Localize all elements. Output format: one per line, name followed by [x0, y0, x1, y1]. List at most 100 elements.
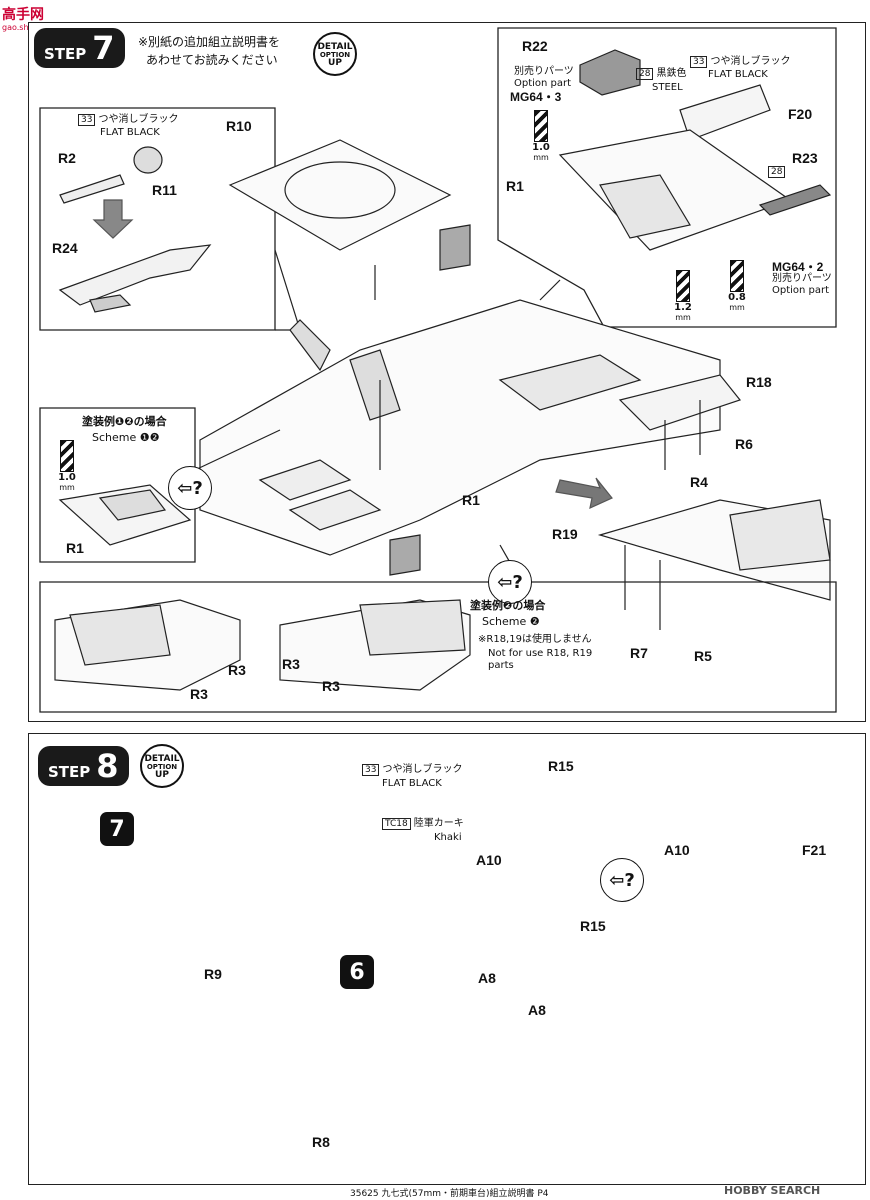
- part-label-r2: R2: [58, 150, 76, 166]
- paint-code-badge: 33: [690, 56, 708, 68]
- part-label-r4: R4: [690, 474, 708, 490]
- alternative-view-icon: ⇦?: [168, 466, 212, 510]
- scheme12-title-jp: 塗装例❶❷の場合: [82, 415, 167, 428]
- drill-unit: mm: [533, 153, 549, 162]
- part-label-r3: R3: [190, 686, 208, 702]
- step-number: 8: [96, 747, 119, 785]
- part-label-r19: R19: [552, 526, 578, 542]
- part-label-r5: R5: [694, 648, 712, 664]
- step-word: STEP: [44, 45, 87, 63]
- drill-bit-icon: [676, 270, 690, 302]
- step-number: 7: [92, 29, 115, 67]
- paint-code-badge: 28: [636, 68, 654, 80]
- part-label-r6: R6: [735, 436, 753, 452]
- part-label-r1: R1: [462, 492, 480, 508]
- option-label: OPTION: [146, 763, 178, 771]
- paint-jp-label: 黒鉄色: [656, 68, 687, 79]
- drill-unit: mm: [59, 483, 75, 492]
- part-label-r22: R22: [522, 38, 548, 54]
- part-label-r11: R11: [152, 182, 177, 198]
- scheme2-note-en1: Not for use R18, R19: [488, 648, 593, 659]
- drill-unit: mm: [729, 303, 745, 312]
- part-label-f20: F20: [788, 106, 813, 122]
- paint-jp-label: 陸軍カーキ: [413, 818, 464, 829]
- part-label-r9: R9: [204, 966, 222, 982]
- subassembly-6-marker: 6: [340, 955, 374, 989]
- step-word: STEP: [48, 763, 91, 781]
- subassembly-7-marker: 7: [100, 812, 134, 846]
- r23-paint-code: 28: [768, 166, 788, 178]
- detail-up-badge: DETAIL OPTION UP: [313, 32, 357, 76]
- step7-badge: STEP 7: [34, 28, 125, 68]
- paint-code-badge: 28: [768, 166, 786, 178]
- part-label-r7: R7: [630, 645, 648, 661]
- part-label-r23: R23: [792, 150, 818, 166]
- note-jp-line2: あわせてお読みください: [146, 53, 278, 67]
- paint-jp-label: つや消しブラック: [710, 56, 791, 67]
- paint-code-badge: TC18: [382, 818, 411, 830]
- watermark-logo-cn: 高手网: [2, 7, 44, 23]
- paint-jp-label: つや消しブラック: [382, 764, 463, 775]
- part-label-a8: A8: [528, 1002, 546, 1018]
- detail-label: DETAIL: [144, 754, 180, 764]
- part-label-r15-inset: R15: [548, 758, 574, 774]
- paint-en-label: FLAT BLACK: [100, 127, 160, 138]
- part-label-f21: F21: [802, 842, 827, 858]
- drill-1-0-icon: 1.0 mm: [48, 440, 86, 492]
- alternative-view-icon: ⇦?: [600, 858, 644, 902]
- part-label-r10: R10: [226, 118, 252, 134]
- part-label-r24: R24: [52, 240, 78, 256]
- part-label-a10-inset: A10: [476, 852, 502, 868]
- part-label-r1-scheme: R1: [66, 540, 84, 556]
- scheme2-note-en2: parts: [488, 660, 514, 671]
- scheme2-title-en: Scheme ❷: [482, 615, 540, 628]
- part-label-r3: R3: [228, 662, 246, 678]
- part-label-r18: R18: [746, 374, 772, 390]
- option-part-en: Option part: [514, 78, 572, 89]
- paint-code-badge: 33: [362, 764, 380, 776]
- option-part-en-2: Option part: [772, 285, 830, 296]
- drill-1-2-icon: 1.2 mm: [664, 270, 702, 322]
- paint-jp-label: つや消しブラック: [98, 114, 179, 125]
- paint-code-badge: 33: [78, 114, 96, 126]
- drill-1-0-icon: 1.0 mm: [522, 110, 560, 162]
- drill-bit-icon: [730, 260, 744, 292]
- paint-en-label: Khaki: [434, 832, 462, 843]
- drill-bit-icon: [534, 110, 548, 142]
- paint-en-label: STEEL: [652, 82, 683, 93]
- detail-up-badge: DETAIL OPTION UP: [140, 744, 184, 788]
- option-label: OPTION: [319, 51, 351, 59]
- part-label-r3: R3: [282, 656, 300, 672]
- part-label-r1-inset: R1: [506, 178, 524, 194]
- drill-bit-icon: [60, 440, 74, 472]
- drill-unit: mm: [675, 313, 691, 322]
- note-jp-line1: ※別紙の追加組立説明書を: [138, 35, 281, 49]
- detail-label: DETAIL: [317, 42, 353, 52]
- paint-en-label: FLAT BLACK: [708, 69, 768, 80]
- scheme2-note-jp: ※R18,19は使用しません: [478, 634, 592, 645]
- watermark-hobby-search: HOBBY SEARCH: [724, 1184, 821, 1197]
- mg64-2-label: MG64・2: [772, 260, 824, 274]
- option-part-jp-2: 別売りパーツ: [772, 273, 832, 284]
- mg64-3-label: MG64・3: [510, 90, 562, 104]
- part-label-a10: A10: [664, 842, 690, 858]
- scheme12-title-en: Scheme ❶❷: [92, 431, 160, 444]
- part-label-r15: R15: [580, 918, 606, 934]
- drill-0-8-icon: 0.8 mm: [718, 260, 756, 312]
- step8-badge: STEP 8: [38, 746, 129, 786]
- option-part-jp: 別売りパーツ: [514, 66, 574, 77]
- up-label: UP: [155, 770, 169, 780]
- step8-panel: [28, 733, 866, 1185]
- paint-en-label: FLAT BLACK: [382, 778, 442, 789]
- part-label-a8: A8: [478, 970, 496, 986]
- drill-size: 1.2: [674, 302, 692, 313]
- part-label-r3: R3: [322, 678, 340, 694]
- drill-size: 0.8: [728, 292, 746, 303]
- page-footer: 35625 九七式(57mm・前期車台)組立説明書 P4: [350, 1189, 549, 1199]
- drill-size: 1.0: [532, 142, 550, 153]
